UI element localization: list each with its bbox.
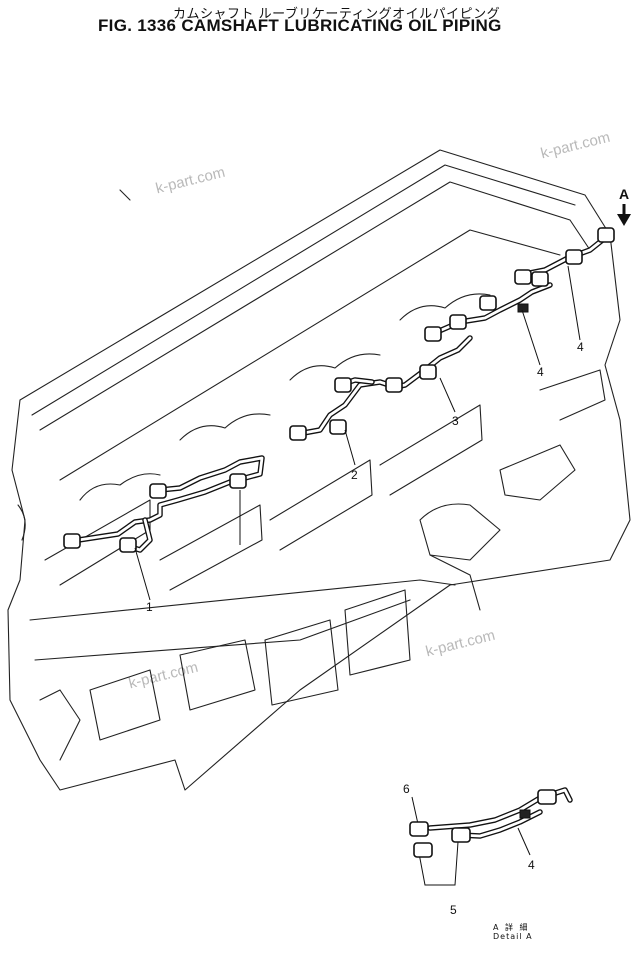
detail-label: Detail A	[493, 932, 533, 941]
callout-number: 3	[452, 414, 459, 428]
callout-number: 4	[528, 858, 535, 872]
callout-number: 6	[403, 782, 410, 796]
detail-label-japanese: A 詳 細	[493, 923, 530, 932]
view-arrow-a	[617, 204, 631, 226]
pipe-fittings	[63, 227, 615, 553]
detail-a-drawing	[409, 787, 573, 858]
figure-title-japanese: カムシャフト ルーブリケーティングオイルパイピング	[173, 7, 501, 22]
callout-number: 1	[146, 600, 153, 614]
callout-number: 4	[537, 365, 544, 379]
figure-title: FIG. 1336 CAMSHAFT LUBRICATING OIL PIPIN…	[98, 16, 502, 35]
callout-leaders	[134, 265, 581, 886]
engine-block-outline	[7, 149, 631, 791]
callout-number: 4	[577, 340, 584, 354]
view-arrow-label: A	[619, 186, 630, 202]
callout-number: 5	[450, 903, 457, 917]
callout-number: 2	[351, 468, 358, 482]
